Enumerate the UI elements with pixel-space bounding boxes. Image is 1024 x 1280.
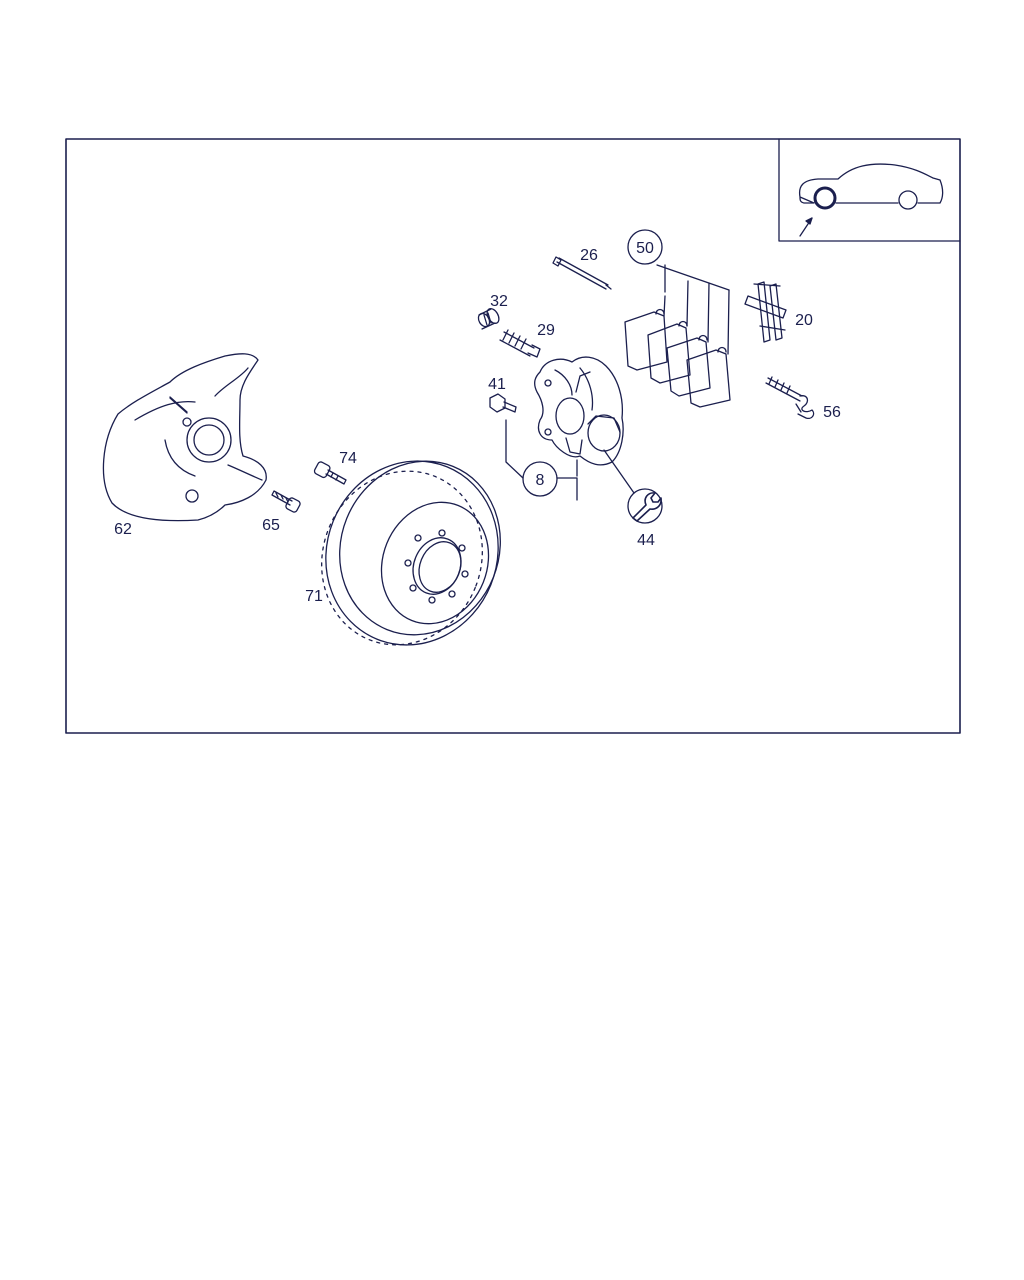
wear-sensor-56: [765, 376, 815, 420]
guide-pin-29: [499, 329, 541, 358]
car-silhouette: [798, 163, 944, 204]
callout-56: 56: [823, 404, 841, 421]
callout-circle-8: [522, 461, 558, 497]
callout-44: 44: [637, 532, 655, 549]
guide-sleeve-32: [477, 307, 500, 330]
callout-8: 8: [536, 472, 545, 489]
bolt-65: [271, 490, 301, 513]
callout-50: 50: [636, 240, 654, 257]
callout-74: 74: [339, 450, 357, 467]
rear-wheel: [898, 190, 918, 210]
callout-41: 41: [488, 376, 506, 393]
diagram-frame: [65, 138, 961, 734]
leader-lines: [169, 396, 802, 501]
brake-pads-50: [624, 264, 731, 408]
callout-32: 32: [490, 293, 508, 310]
steering-knuckle-62: [102, 353, 267, 522]
retaining-pin-26: [552, 256, 612, 290]
front-wheel-highlight: [813, 186, 837, 210]
bolt-74: [313, 461, 347, 485]
callout-26: 26: [580, 247, 598, 264]
callout-62: 62: [114, 521, 132, 538]
brake-caliper: [534, 356, 624, 466]
bolt-41: [489, 393, 517, 413]
brake-disc-71: [321, 460, 501, 646]
car-locator-inset: [778, 138, 961, 242]
wrench-icon: [627, 488, 663, 524]
callout-20: 20: [795, 312, 813, 329]
callout-circle-50: [627, 229, 663, 265]
callout-29: 29: [537, 322, 555, 339]
callout-71: 71: [305, 588, 323, 605]
callout-labels: 50 8 26 32 29 20 41 56 74 62 65 44 71: [114, 240, 841, 605]
callout-65: 65: [262, 517, 280, 534]
anti-rattle-spring-20: [744, 281, 787, 343]
